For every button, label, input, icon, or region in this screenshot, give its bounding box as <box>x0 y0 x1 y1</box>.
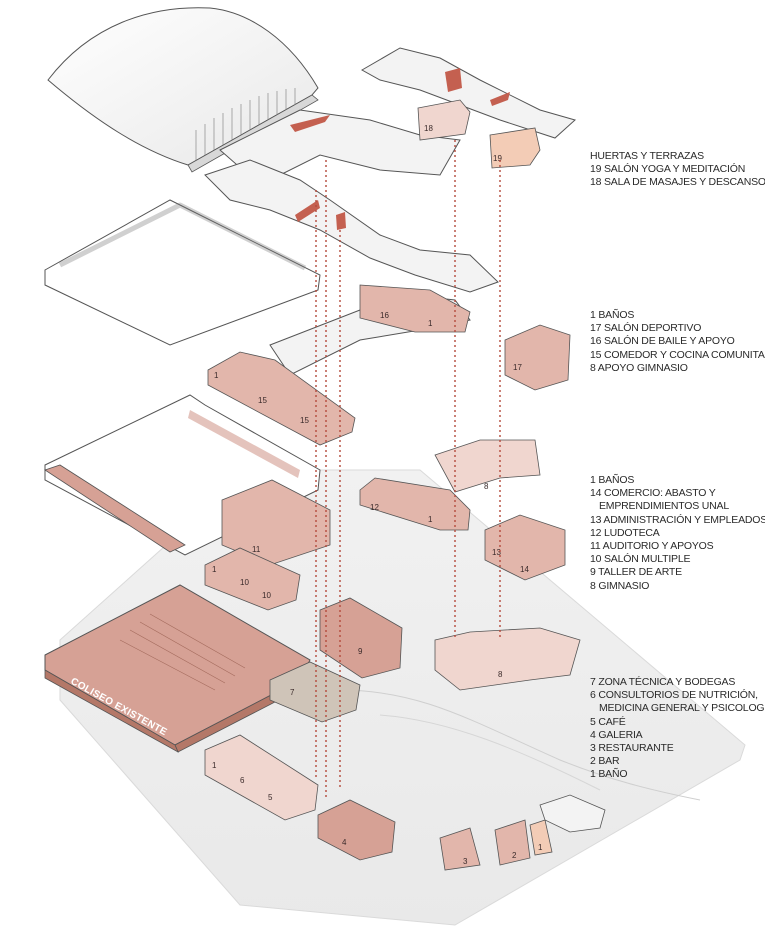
label-1-ground: 1 <box>212 761 217 770</box>
label-1-dining: 1 <box>214 371 219 380</box>
legend-item: 14 COMERCIO: ABASTO Y <box>590 487 716 500</box>
legend-item: 13 ADMINISTRACIÓN Y EMPLEADOS <box>590 513 765 526</box>
legend-item: 16 SALÓN DE BAILE Y APOYO <box>590 335 735 348</box>
legend-item: 1 BAÑOS <box>590 309 635 321</box>
legend-item: HUERTAS Y TERRAZAS <box>590 150 704 162</box>
label-3: 3 <box>463 857 468 866</box>
legend-item: 11 AUDITORIO Y APOYOS <box>590 540 714 553</box>
label-18: 18 <box>424 124 433 133</box>
rooms-6-5-1-ground: 1 6 5 <box>204 734 319 821</box>
legend-item: 8 APOYO GIMNASIO <box>590 361 688 374</box>
label-11: 11 <box>252 545 261 554</box>
label-1-east: 1 <box>538 843 543 852</box>
legend-item: 6 CONSULTORIOS DE NUTRICIÓN, <box>590 689 758 702</box>
legend-item: EMPRENDIMIENTOS UNAL <box>599 500 729 513</box>
legend-item: 15 COMEDOR Y COCINA COMUNITARIA <box>590 348 765 361</box>
room-8-gym: 8 <box>434 627 581 691</box>
label-8-upper: 8 <box>484 482 489 491</box>
room-9-art: 9 <box>319 597 403 679</box>
legend-item: 18 SALA DE MASAJES Y DESCANSO <box>590 176 765 189</box>
label-4: 4 <box>342 838 347 847</box>
legend-level-3: 1 BAÑOS 17 SALÓN DEPORTIVO 16 SALÓN DE B… <box>590 309 765 375</box>
rooms-3-2-1-east: 3 2 1 <box>439 794 606 871</box>
rooms-13-14: 13 14 <box>484 514 566 581</box>
legend-item: 7 ZONA TÉCNICA Y BODEGAS <box>590 676 736 688</box>
label-1-l2b: 1 <box>212 565 217 574</box>
alignment-lines <box>315 140 501 800</box>
label-13: 13 <box>492 548 501 557</box>
legend-item: 12 LUDOTECA <box>590 526 660 539</box>
room-7-technical: 7 <box>269 661 361 723</box>
label-16: 16 <box>380 311 389 320</box>
room-18-massage: 18 <box>417 99 471 141</box>
room-19-yoga: 19 <box>489 127 541 169</box>
roof-terraces <box>204 47 577 293</box>
label-15: 15 <box>258 396 267 405</box>
legend-item: 5 CAFÉ <box>590 715 626 728</box>
legend-level-2: 1 BAÑOS 14 COMERCIO: ABASTO Y EMPRENDIMI… <box>590 474 765 593</box>
label-1-l3: 1 <box>428 319 433 328</box>
room-17-sports: 17 <box>504 324 571 391</box>
legend-item: 19 SALÓN YOGA Y MEDITACIÓN <box>590 163 746 176</box>
legend-item: 2 BAR <box>590 755 620 768</box>
legend-item: 3 RESTAURANTE <box>590 742 674 755</box>
room-4-gallery: 4 <box>317 799 396 861</box>
rooms-10-multiple: 1 10 10 <box>204 547 301 611</box>
legend-item: 10 SALÓN MULTIPLE <box>590 553 691 566</box>
room-8-gym-support: 8 <box>434 439 541 493</box>
legend-roof: HUERTAS Y TERRAZAS 19 SALÓN YOGA Y MEDIT… <box>590 150 765 190</box>
rooms-15-dining: 1 15 15 <box>207 351 356 446</box>
label-12: 12 <box>370 503 379 512</box>
rooms-16-1-level3: 16 1 <box>359 284 471 333</box>
label-9: 9 <box>358 647 363 656</box>
legend-item: MEDICINA GENERAL Y PSICOLOGÍA <box>599 702 765 715</box>
label-7: 7 <box>290 688 295 697</box>
legend-item: 9 TALLER DE ARTE <box>590 566 682 579</box>
legend-item: 17 SALÓN DEPORTIVO <box>590 322 702 335</box>
level-3-slab <box>44 199 471 376</box>
label-6: 6 <box>240 776 245 785</box>
legend-item: 1 BAÑO <box>590 768 628 781</box>
label-15b: 15 <box>300 416 309 425</box>
label-1-l2: 1 <box>428 515 433 524</box>
legend-item: 1 BAÑOS <box>590 474 635 486</box>
label-14: 14 <box>520 565 529 574</box>
rooms-12-1-level2: 12 1 <box>359 477 471 531</box>
label-10b: 10 <box>262 591 271 600</box>
legend-ground: 7 ZONA TÉCNICA Y BODEGAS 6 CONSULTORIOS … <box>590 676 765 782</box>
legend-item: 8 GIMNASIO <box>590 579 650 592</box>
legend-item: 4 GALERIA <box>590 728 643 741</box>
label-10: 10 <box>240 578 249 587</box>
label-19: 19 <box>493 154 502 163</box>
label-8-lower: 8 <box>498 670 503 679</box>
label-2: 2 <box>512 851 517 860</box>
room-11-auditorium: 11 <box>221 479 331 566</box>
label-5: 5 <box>268 793 273 802</box>
label-17: 17 <box>513 363 522 372</box>
